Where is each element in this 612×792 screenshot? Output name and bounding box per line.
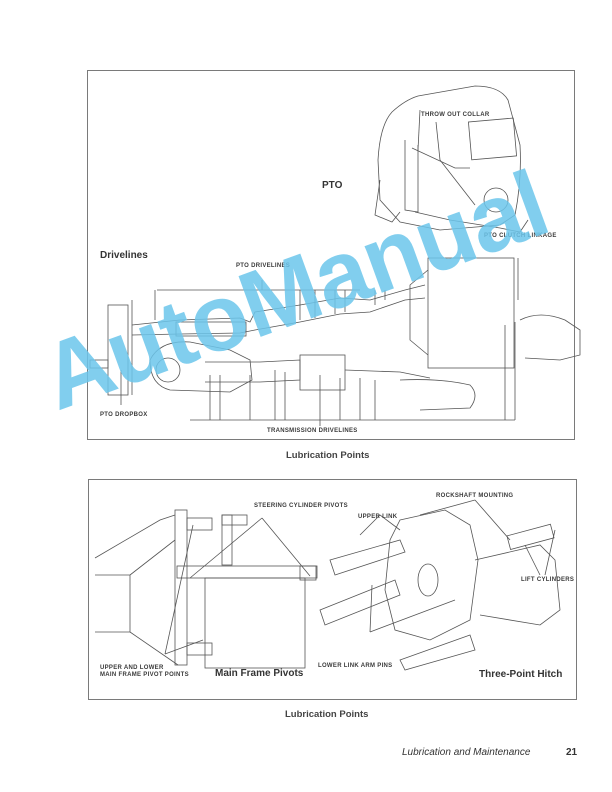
upper-link-label: UPPER LINK <box>358 514 398 520</box>
top-figure-frame <box>87 70 575 440</box>
drivelines-title: Drivelines <box>100 250 148 261</box>
bottom-figure-caption: Lubrication Points <box>285 709 369 720</box>
main-frame-pivots-title: Main Frame Pivots <box>215 668 304 679</box>
three-point-hitch-title: Three-Point Hitch <box>479 669 563 680</box>
steering-cylinder-pivots-label: STEERING CYLINDER PIVOTS <box>254 503 348 509</box>
pivot-points-label-line1: UPPER AND LOWER <box>100 665 164 671</box>
pto-housing-drawing <box>374 85 529 233</box>
three-point-hitch-drawing <box>319 499 561 671</box>
footer-section-title: Lubrication and Maintenance <box>402 747 531 758</box>
drivelines-drawing <box>89 257 581 426</box>
lift-cylinders-label: LIFT CYLINDERS <box>521 577 575 583</box>
pto-title: PTO <box>322 180 343 191</box>
lower-link-arm-pins-label: LOWER LINK ARM PINS <box>318 663 393 669</box>
rockshaft-mounting-label: ROCKSHAFT MOUNTING <box>436 493 514 499</box>
pto-clutch-linkage-label: PTO CLUTCH LINKAGE <box>484 233 557 239</box>
page-number: 21 <box>566 747 578 758</box>
top-figure-caption: Lubrication Points <box>286 450 370 461</box>
pto-drivelines-label: PTO DRIVELINES <box>236 263 291 269</box>
pto-dropbox-label: PTO DROPBOX <box>100 412 148 418</box>
throw-out-collar-label: THROW OUT COLLAR <box>421 112 490 118</box>
bottom-figure-frame <box>88 479 577 700</box>
transmission-drivelines-label: TRANSMISSION DRIVELINES <box>267 428 358 434</box>
main-frame-drawing <box>94 509 318 669</box>
pivot-points-label-line2: MAIN FRAME PIVOT POINTS <box>100 672 189 678</box>
